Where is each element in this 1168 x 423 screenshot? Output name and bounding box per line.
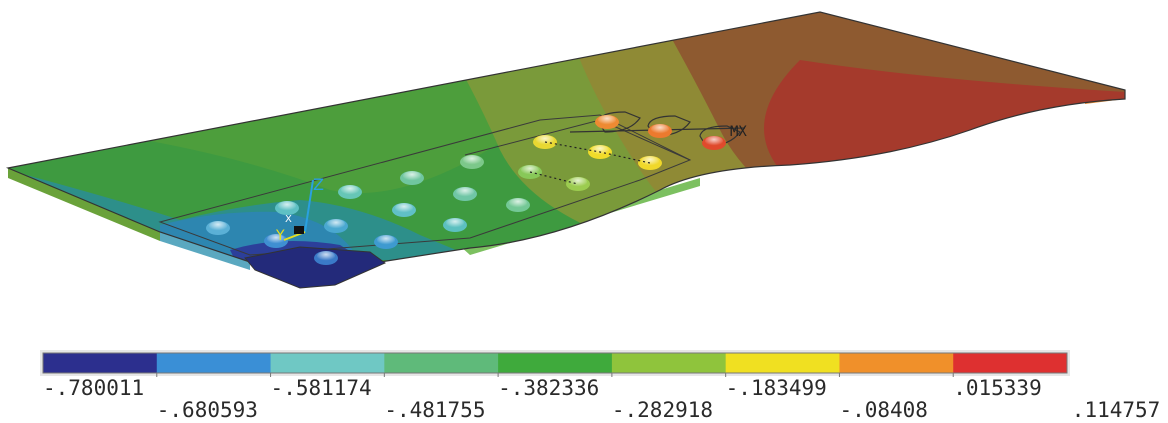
- fastener-rows: [529, 141, 651, 185]
- legend-label: -.481755: [384, 398, 486, 422]
- coordinate-triad: Z Y X: [275, 175, 324, 244]
- triad-z-label: Z: [313, 175, 324, 194]
- legend-swatch: [725, 353, 840, 373]
- legend-label: -.680593: [156, 398, 258, 422]
- model-viewport: Z Y X MX: [5, 11, 1126, 289]
- contour-legend: -.780011 -.680593 -.581174 -.481755 -.382336…: [0, 340, 1168, 423]
- triad-y-label: Y: [275, 228, 285, 244]
- legend-swatch: [839, 353, 954, 373]
- legend-label: -.282918: [611, 398, 714, 422]
- legend-label: -.581174: [270, 376, 372, 400]
- legend-label: -.08408: [839, 398, 928, 422]
- legend-swatch: [611, 353, 727, 373]
- triad-x-label: X: [285, 214, 292, 225]
- legend-swatch: [953, 353, 1068, 373]
- legend-label: -.780011: [43, 376, 145, 400]
- legend-label: -.183499: [725, 376, 827, 400]
- mx-label: MX: [730, 124, 747, 140]
- legend-label: .015339: [953, 376, 1042, 400]
- legend-swatch: [384, 353, 499, 373]
- legend-label: .114757: [1071, 398, 1161, 422]
- legend-swatch: [270, 353, 385, 373]
- contour-plot: [8, 12, 1125, 280]
- legend-swatch: [43, 353, 158, 373]
- legend-swatch: [156, 353, 272, 373]
- legend-label: -.382336: [498, 376, 600, 400]
- legend-colorbar: [40, 350, 1070, 377]
- legend-swatch: [498, 353, 613, 373]
- base-block: [244, 246, 386, 289]
